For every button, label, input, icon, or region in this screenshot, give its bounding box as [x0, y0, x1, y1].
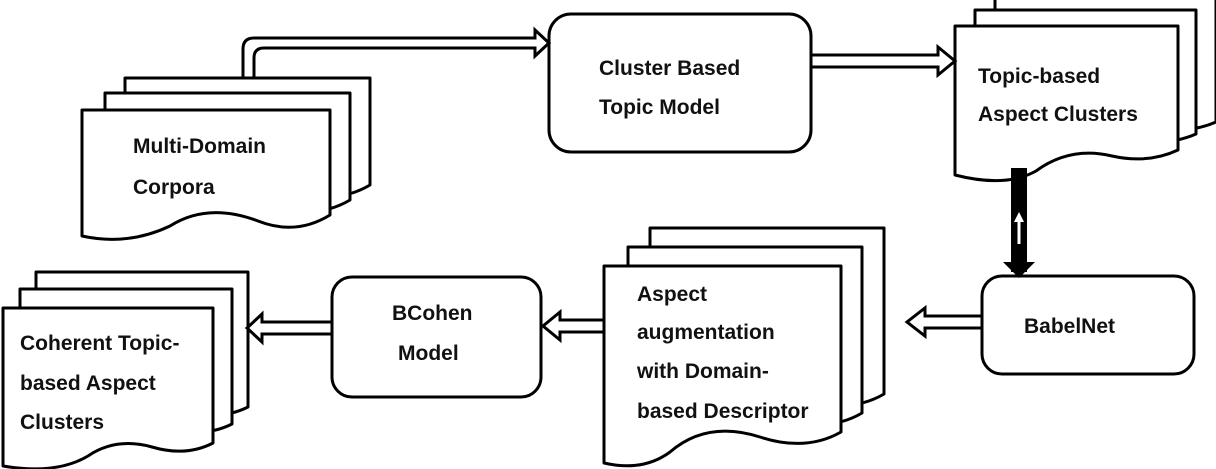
multi-domain-corpora-stack: [80, 76, 372, 241]
label-model: Model: [398, 342, 459, 365]
coherent-topic-clusters-stack: [1, 270, 250, 469]
label-coherent-topic: Coherent Topic-: [20, 332, 180, 355]
label-babelnet: BabelNet: [1024, 315, 1116, 338]
label-augmentation: augmentation: [637, 321, 775, 344]
label-aspect-clusters: Aspect Clusters: [978, 103, 1138, 126]
babelnet-box: [980, 274, 1196, 376]
topic-based-aspect-clusters-stack: [953, 0, 1216, 183]
arrow-babelnet-to-augmentation: [904, 304, 982, 340]
label-bcohen: BCohen: [392, 302, 473, 325]
label-topic-based: Topic-based: [978, 65, 1101, 88]
cluster-based-topic-model-box: [547, 12, 813, 154]
label-aspect: Aspect: [637, 283, 708, 306]
arrow-bcohen-to-coherent: [244, 310, 332, 346]
aspect-augmentation-stack: [602, 226, 886, 468]
arrow-corpora-to-topic-model: [241, 26, 552, 78]
bcohen-model-box: [330, 275, 543, 399]
label-corpora: Corpora: [133, 176, 215, 199]
label-clusters: Clusters: [20, 411, 105, 434]
label-based-aspect: based Aspect: [20, 372, 156, 395]
arrow-augmentation-to-bcohen: [540, 308, 604, 344]
label-cluster-based: Cluster Based: [599, 57, 741, 80]
arrow-clusters-to-babelnet: [1003, 168, 1035, 278]
label-based-descriptor: based Descriptor: [637, 400, 809, 423]
label-with-domain: with Domain-: [637, 360, 769, 383]
label-multi-domain: Multi-Domain: [133, 135, 266, 158]
arrow-topic-model-to-clusters: [812, 43, 958, 79]
label-topic-model: Topic Model: [599, 96, 720, 119]
